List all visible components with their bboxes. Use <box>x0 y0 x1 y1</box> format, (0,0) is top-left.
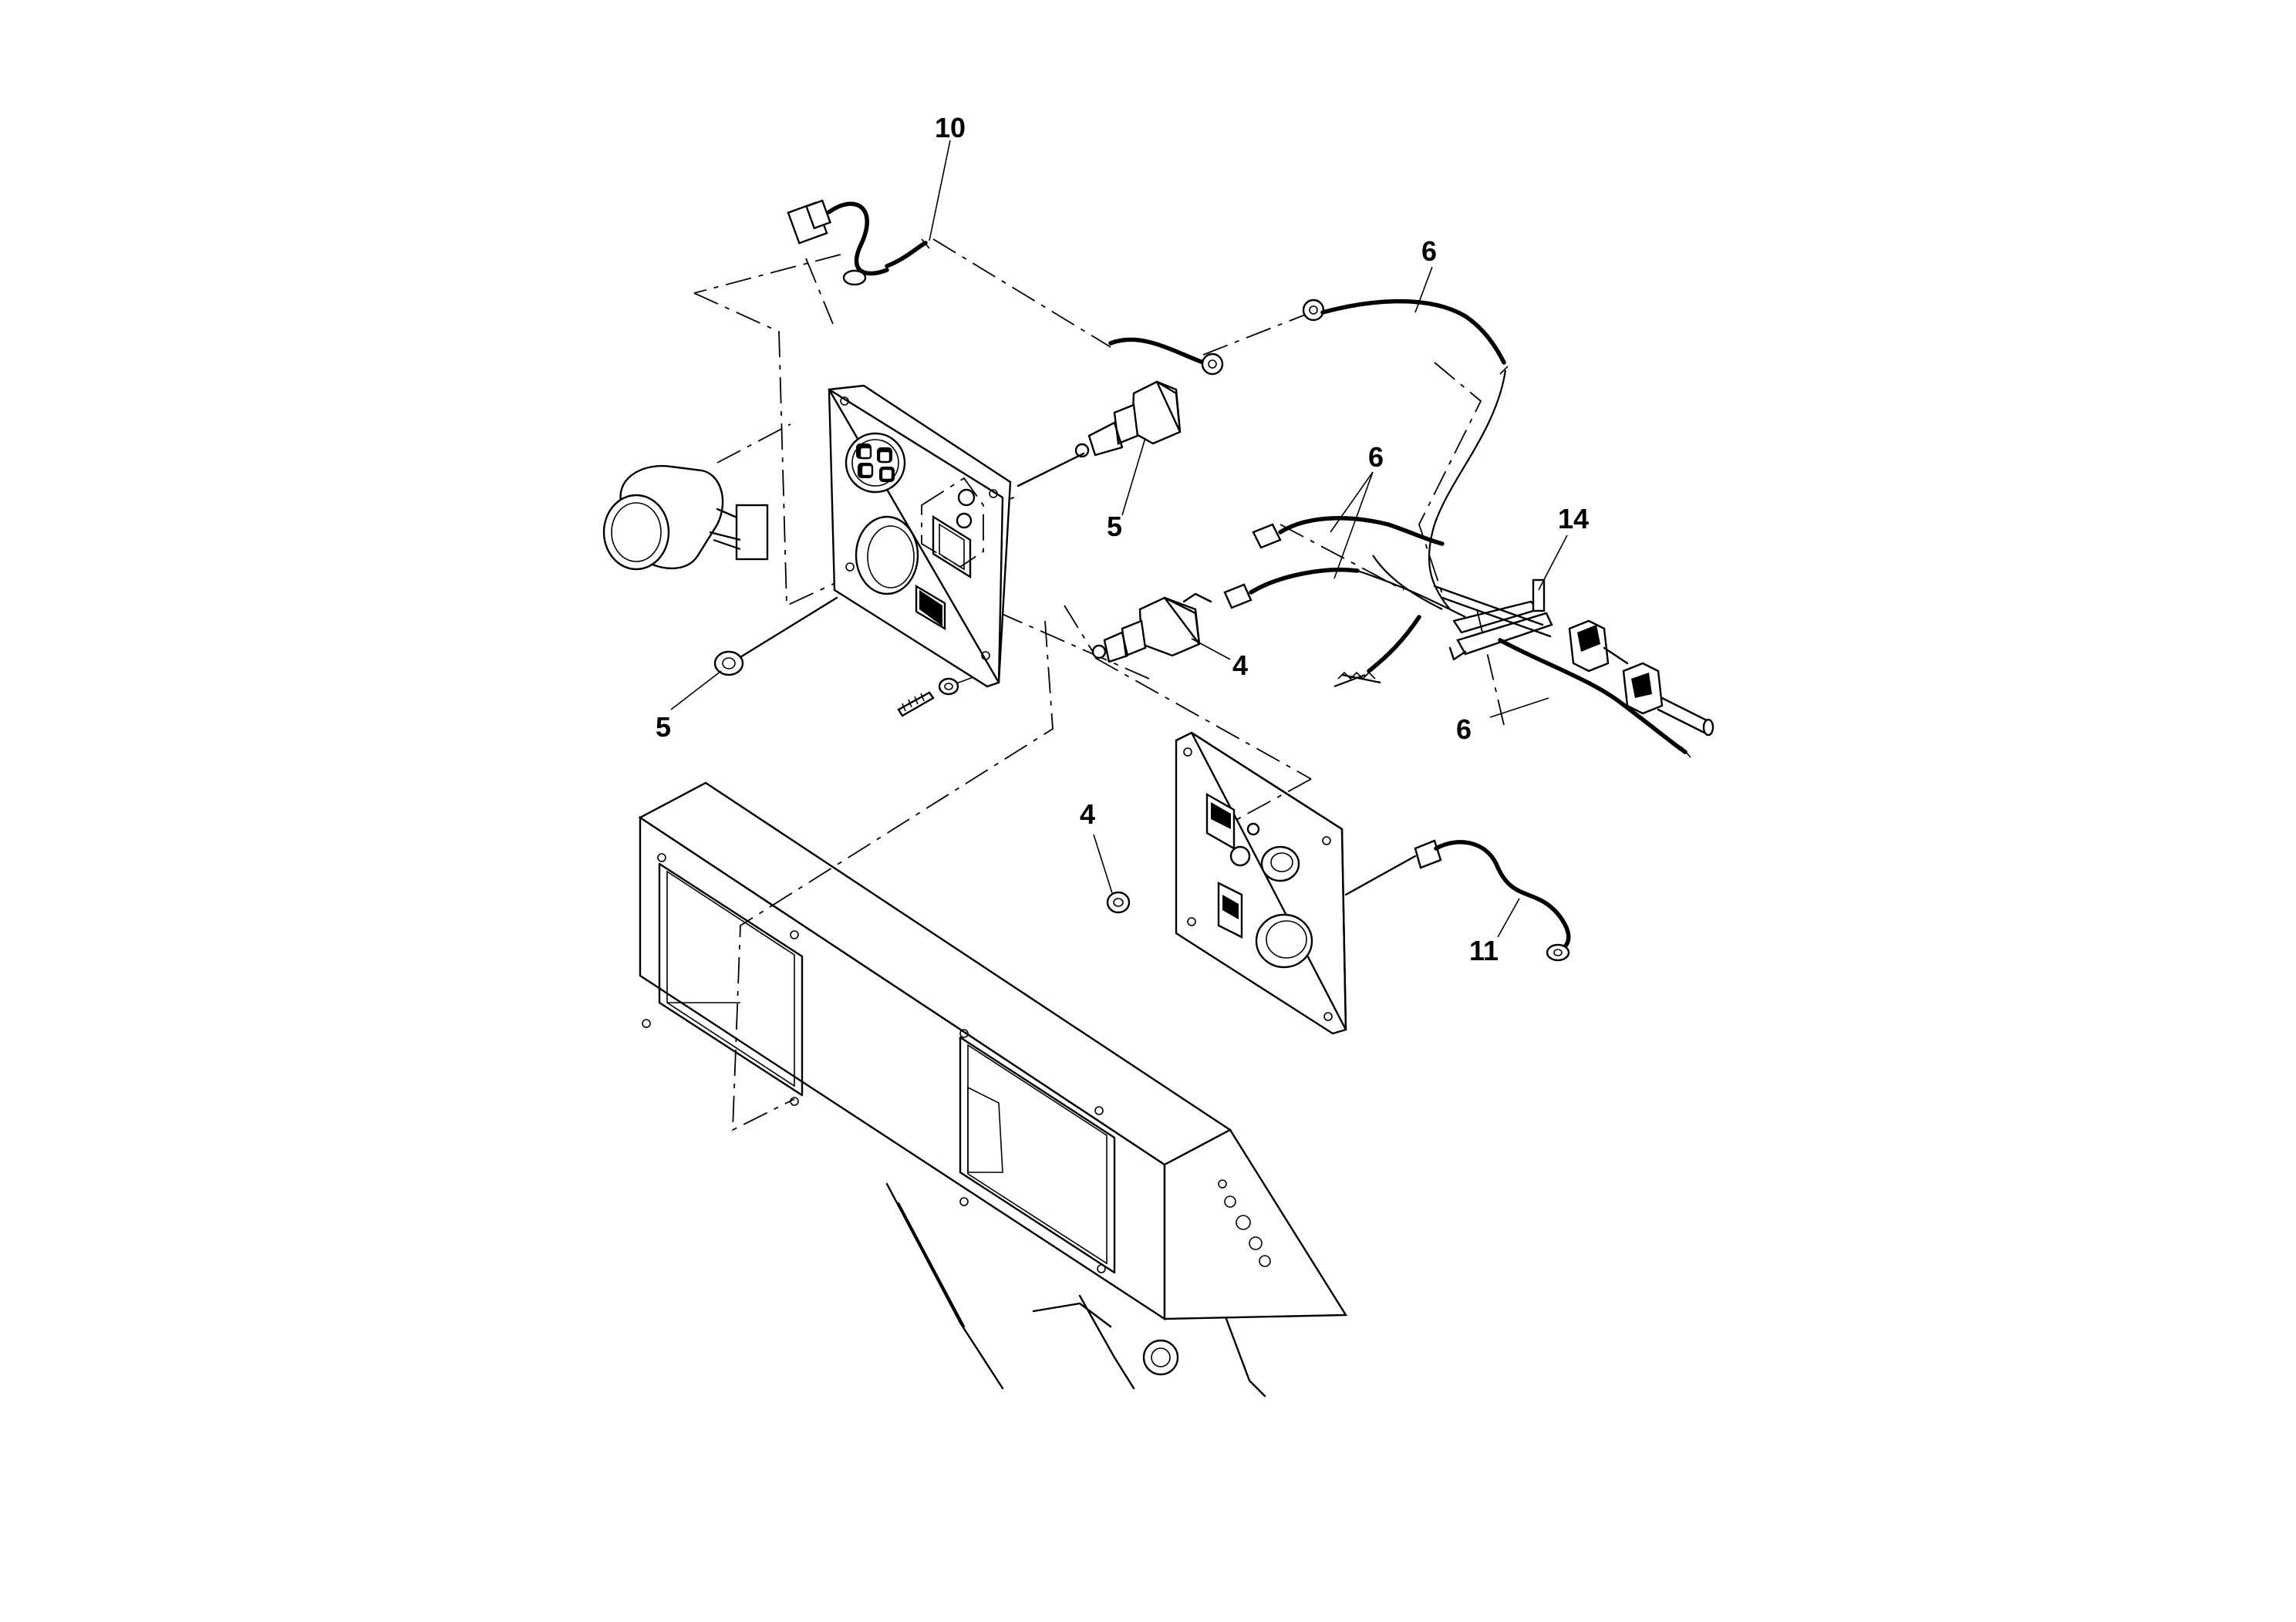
leader-lines <box>670 140 1568 938</box>
lower-control-panel <box>1175 731 1347 1035</box>
callout-4-switch: 4 <box>1232 649 1248 681</box>
switch-5 <box>1017 380 1182 487</box>
harness-11 <box>1344 839 1571 962</box>
callout-11: 11 <box>1469 935 1499 966</box>
switch-4 <box>1091 592 1212 663</box>
hardware <box>713 596 1131 914</box>
harness-6-middle <box>1223 516 1466 618</box>
callout-5-switch: 5 <box>1107 511 1122 542</box>
callout-labels: 10 6 6 14 5 4 5 6 4 11 <box>656 112 1589 966</box>
dash-housing <box>638 781 1348 1398</box>
callout-5-washer: 5 <box>656 711 671 743</box>
harness-6-top <box>1302 298 1509 610</box>
callout-6-top: 6 <box>1421 235 1437 267</box>
round-gauge <box>602 464 769 571</box>
callout-6-lower: 6 <box>1456 713 1472 745</box>
callout-10: 10 <box>935 112 966 143</box>
bracket-14 <box>1333 578 1714 758</box>
callout-14: 14 <box>1558 503 1589 534</box>
callout-6-middle: 6 <box>1368 441 1384 473</box>
harness-10 <box>787 199 1224 376</box>
upper-control-panel <box>828 384 1012 688</box>
callout-4-washer: 4 <box>1080 798 1095 830</box>
